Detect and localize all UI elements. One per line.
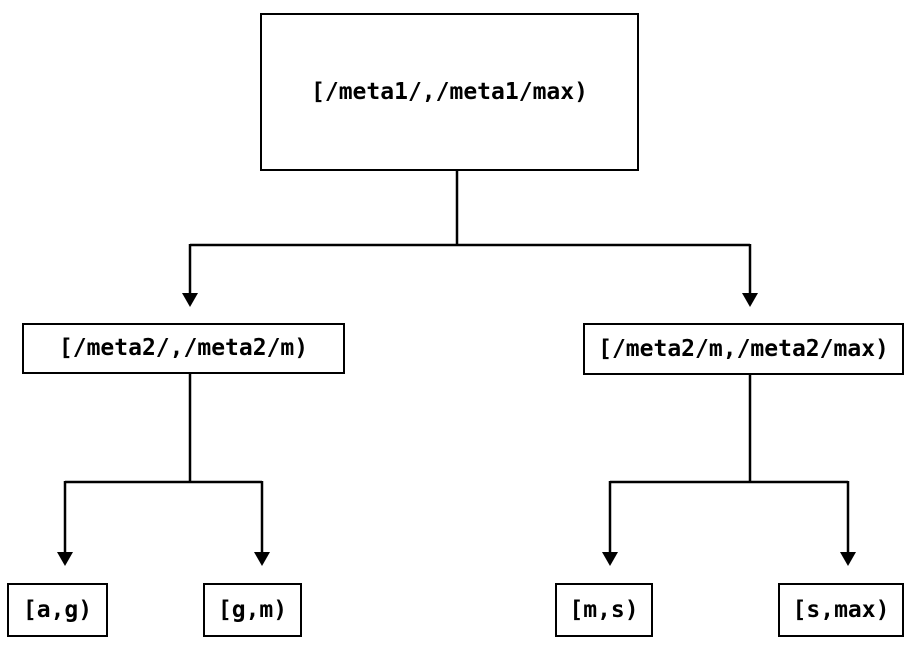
arrow-down-icon	[254, 552, 270, 566]
tree-node-leaf-ms-label: [m,s)	[569, 596, 639, 623]
tree-node-leaf-gm-label: [g,m)	[217, 596, 288, 623]
tree-node-leaf-smax-label: [s,max)	[792, 596, 890, 623]
tree-node-root-label: [/meta1/,/meta1/max)	[311, 78, 588, 105]
tree-node-leaf-ag-label: [a,g)	[22, 596, 93, 623]
tree-node-meta2-low-label: [/meta2/,/meta2/m)	[58, 335, 309, 361]
tree-node-root: [/meta1/,/meta1/max)	[260, 13, 639, 171]
arrow-down-icon	[602, 552, 618, 566]
tree-node-meta2-high-label: [/meta2/m,/meta2/max)	[598, 335, 889, 362]
tree-node-leaf-ag: [a,g)	[7, 583, 108, 637]
arrow-down-icon	[742, 293, 758, 307]
arrow-down-icon	[182, 293, 198, 307]
tree-node-leaf-ms: [m,s)	[555, 583, 653, 637]
tree-node-leaf-smax: [s,max)	[778, 583, 904, 637]
tree-node-leaf-gm: [g,m)	[203, 583, 302, 637]
tree-node-meta2-low: [/meta2/,/meta2/m)	[22, 323, 345, 374]
arrow-down-icon	[840, 552, 856, 566]
tree-node-meta2-high: [/meta2/m,/meta2/max)	[583, 323, 904, 375]
arrow-down-icon	[57, 552, 73, 566]
